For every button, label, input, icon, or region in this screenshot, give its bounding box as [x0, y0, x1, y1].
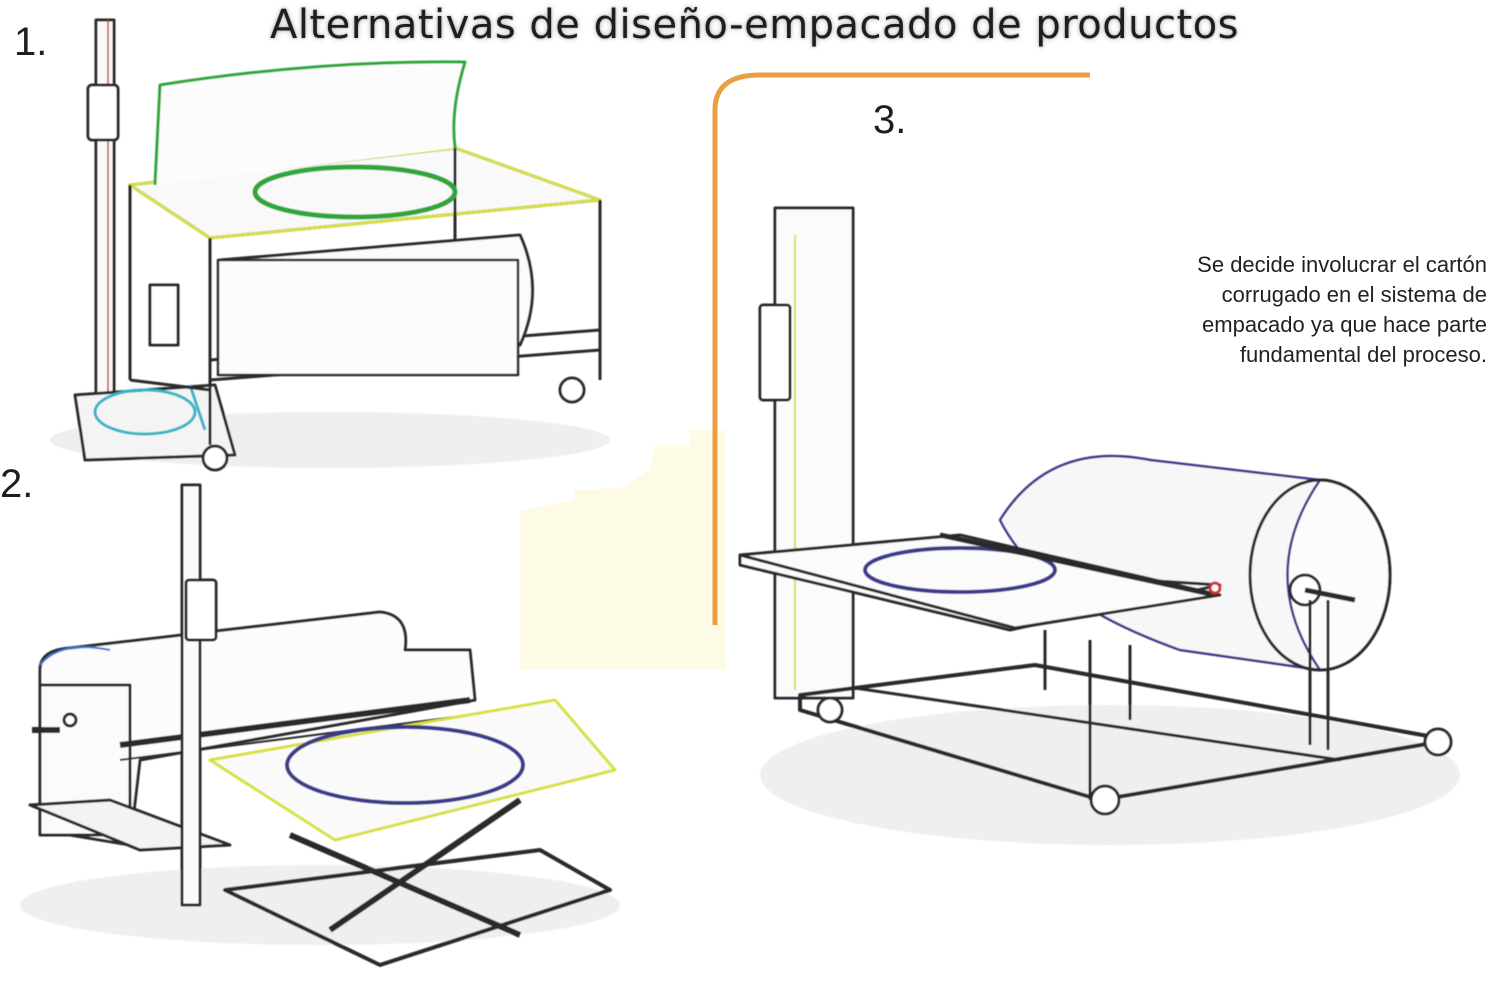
design-3-illustration: [738, 206, 1460, 845]
corrugated-cardboard-sample: [520, 430, 725, 670]
alternative-3-label: 3.: [873, 98, 907, 142]
connector-line: [712, 72, 1090, 625]
alternative-2-label: 2.: [0, 462, 34, 506]
description-line: corrugado en el sistema de: [1221, 282, 1487, 307]
design-1-illustration: [50, 18, 610, 472]
description-line: fundamental del proceso.: [1239, 342, 1487, 367]
description-text: Se decide involucrar el cartón corrugado…: [1047, 250, 1487, 370]
diagram-title: Alternativas de diseño-empacado de produ…: [270, 2, 1240, 48]
description-line: empacado ya que hace parte: [1202, 312, 1487, 337]
alternative-1-label: 1.: [14, 20, 48, 64]
description-line: Se decide involucrar el cartón: [1197, 252, 1487, 277]
design-2-illustration: [20, 483, 620, 967]
